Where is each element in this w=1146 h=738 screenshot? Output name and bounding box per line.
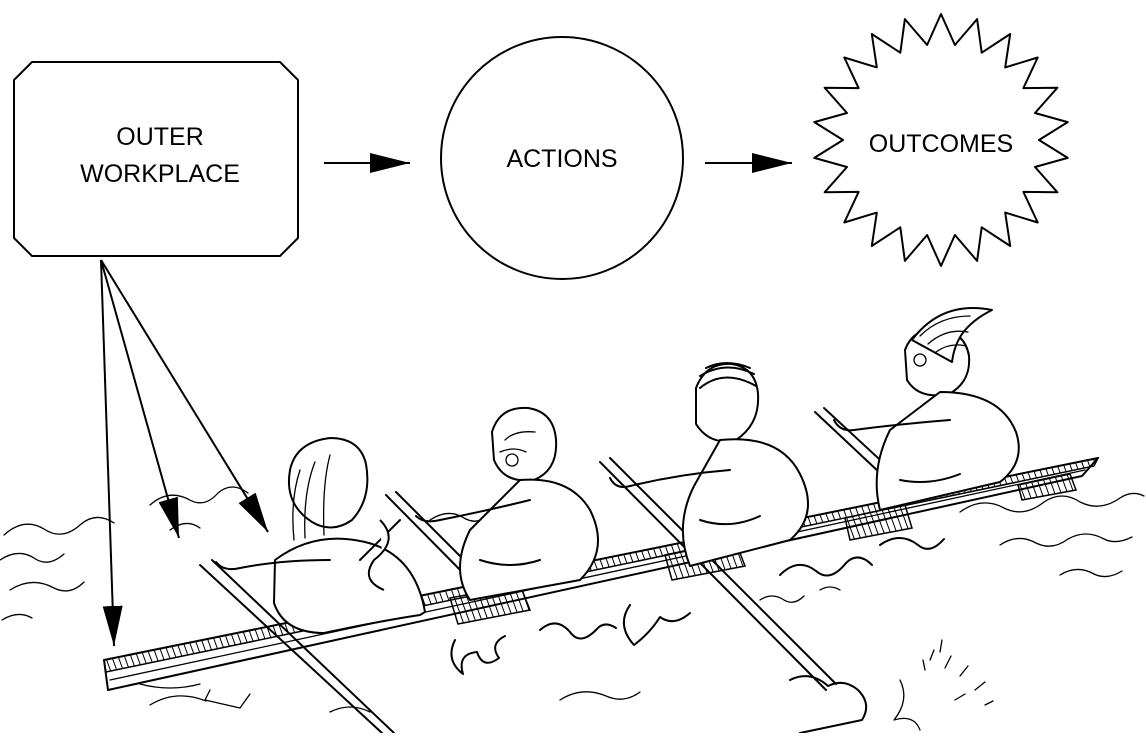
rowing-boat-illustration	[0, 307, 1145, 734]
influence-arrow-2	[100, 259, 180, 539]
outcomes-starburst: OUTCOMES	[813, 13, 1069, 267]
oars	[199, 407, 994, 734]
rower-3	[609, 362, 809, 567]
actions-label: ACTIONS	[506, 145, 617, 173]
outcomes-label: OUTCOMES	[869, 130, 1013, 158]
actions-circle: ACTIONS	[440, 36, 684, 280]
rower-4	[833, 307, 1020, 511]
influence-arrows	[100, 259, 269, 647]
water-splashes	[450, 537, 945, 675]
outer-workplace-box: OUTER WORKPLACE	[13, 61, 299, 257]
influence-arrow-1	[100, 259, 123, 647]
rower-2	[415, 406, 599, 601]
rower-1	[215, 437, 426, 634]
boat-hull	[103, 456, 1100, 709]
outer-workplace-label-line2: WORKPLACE	[80, 160, 240, 188]
outer-workplace-label-line1: OUTER	[116, 123, 204, 151]
influence-arrow-3	[100, 259, 269, 533]
